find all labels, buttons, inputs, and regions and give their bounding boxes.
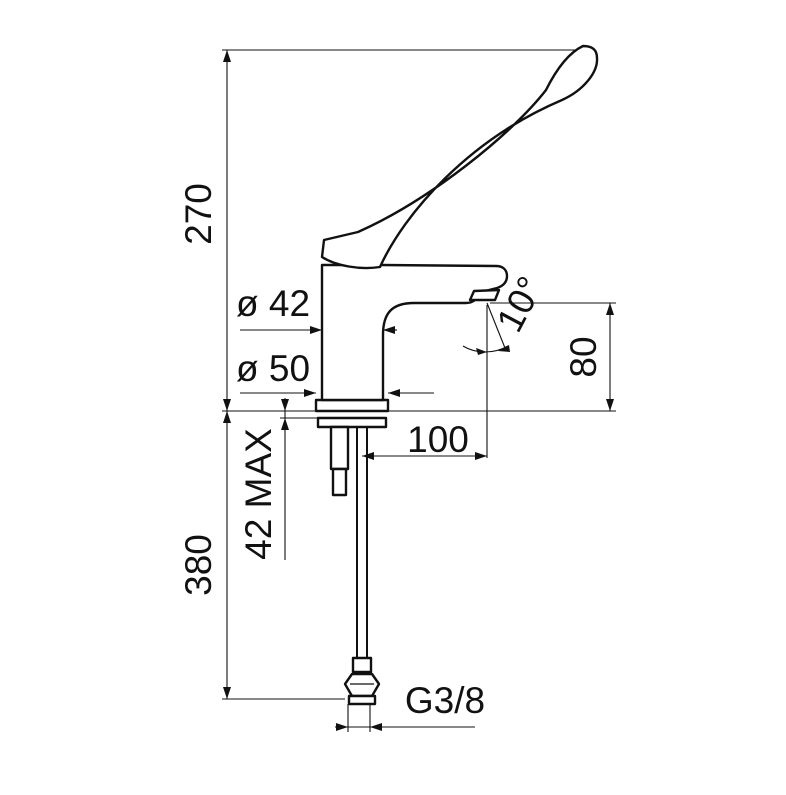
stud-tip xyxy=(331,467,348,497)
dimension-100: 100 xyxy=(362,419,487,460)
lever-handle xyxy=(320,44,599,270)
dimension-80: 80 xyxy=(563,303,614,411)
dimension-diameter-50-label: ø 50 xyxy=(236,348,310,389)
dimension-270-label: 270 xyxy=(178,183,219,245)
aerator xyxy=(468,288,501,302)
dimension-diameter-42: ø 42 xyxy=(236,283,397,334)
dimension-380: 380 xyxy=(178,411,231,699)
mounting-washer xyxy=(316,416,388,429)
dimension-g3-8-label: G3/8 xyxy=(405,680,485,721)
faucet-body xyxy=(320,263,509,402)
dimension-42-max: 42 MAX xyxy=(238,398,289,560)
extension-lines xyxy=(222,49,616,732)
dimension-80-label: 80 xyxy=(563,336,604,377)
dimension-diameter-42-label: ø 42 xyxy=(236,283,310,324)
dimension-270: 270 xyxy=(178,50,231,411)
threaded-stud xyxy=(329,425,350,471)
dimension-100-label: 100 xyxy=(407,419,469,460)
flexible-hose xyxy=(356,427,368,658)
hose-nut xyxy=(343,656,381,706)
base-ring xyxy=(314,398,390,413)
faucet-assembly xyxy=(314,44,599,706)
dimension-42-max-label: 42 MAX xyxy=(238,428,279,560)
dimension-380-label: 380 xyxy=(178,534,219,596)
dimension-diameter-50: ø 50 xyxy=(236,348,434,397)
dimension-g3-8: G3/8 xyxy=(335,680,485,731)
